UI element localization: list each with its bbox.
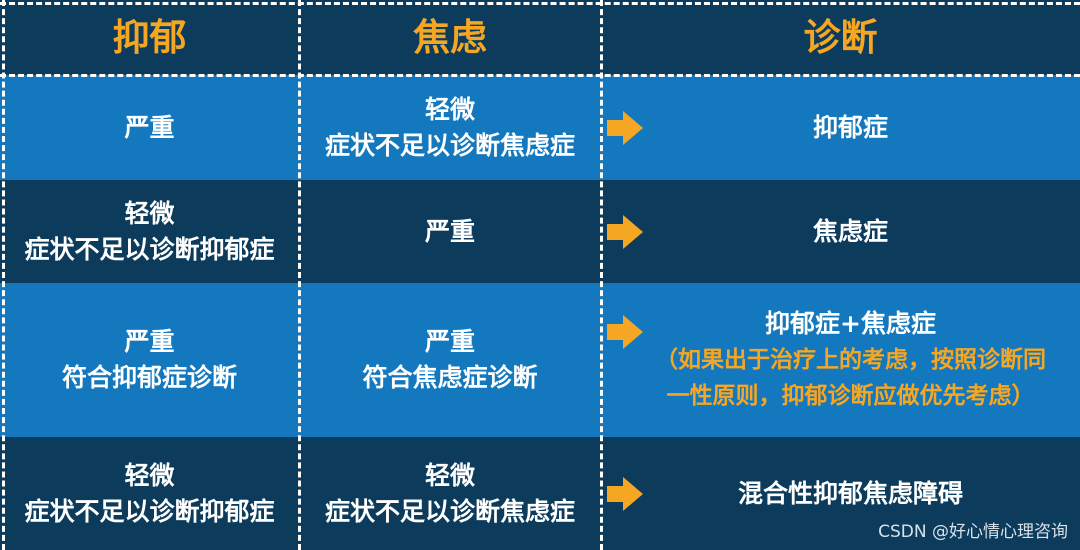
row1-anxiety-detail: 症状不足以诊断焦虑症	[324, 130, 575, 160]
row1-anxiety-level: 轻微	[424, 94, 475, 124]
row1-depression-level: 严重	[124, 112, 175, 142]
row3-depression-detail: 符合抑郁症诊断	[61, 363, 237, 392]
row2-depression-detail: 症状不足以诊断抑郁症	[24, 234, 275, 264]
row1-depression: 严重	[0, 75, 299, 180]
row4-anxiety: 轻微 症状不足以诊断焦虑症	[299, 437, 601, 550]
row4-depression-level: 轻微	[124, 460, 175, 490]
row2-diagnosis-label: 焦虑症	[812, 216, 888, 246]
row2-depression: 轻微 症状不足以诊断抑郁症	[0, 180, 299, 283]
row4-diagnosis: 混合性抑郁焦虑障碍	[601, 437, 1080, 550]
row4-depression-detail: 症状不足以诊断抑郁症	[24, 496, 275, 526]
right-arrow-icon	[607, 476, 643, 511]
row2-anxiety: 严重	[299, 180, 601, 283]
right-arrow-icon	[607, 110, 643, 145]
row3-diagnosis-label: 抑郁症+焦虑症	[765, 309, 936, 338]
row2-depression-level: 轻微	[124, 198, 175, 228]
row4-depression: 轻微 症状不足以诊断抑郁症	[0, 437, 299, 550]
row4-anxiety-level: 轻微	[424, 460, 475, 490]
row4-diagnosis-label: 混合性抑郁焦虑障碍	[737, 478, 963, 508]
row3-depression-level: 严重	[124, 327, 175, 356]
row3-anxiety-detail: 符合焦虑症诊断	[362, 363, 538, 392]
row3-diagnosis-note-line1: （如果出于治疗上的考虑，按照诊断同	[655, 347, 1046, 373]
row1-anxiety: 轻微 症状不足以诊断焦虑症	[299, 75, 601, 180]
row3-anxiety-level: 严重	[424, 327, 475, 356]
divider-vertical-2	[600, 0, 603, 550]
row3-depression: 严重 符合抑郁症诊断	[0, 283, 299, 437]
header-diagnosis-label: 诊断	[803, 15, 878, 59]
row3-anxiety: 严重 符合焦虑症诊断	[299, 283, 601, 437]
header-anxiety: 焦虑	[299, 0, 601, 75]
header-depression-label: 抑郁	[112, 15, 187, 59]
divider-header	[0, 74, 1080, 77]
header-depression: 抑郁	[0, 0, 299, 75]
row3-diagnosis: 抑郁症+焦虑症 （如果出于治疗上的考虑，按照诊断同 一性原则，抑郁诊断应做优先考…	[601, 283, 1080, 437]
row3-diagnosis-note-line2: 一性原则，抑郁诊断应做优先考虑）	[666, 383, 1035, 409]
row1-diagnosis-label: 抑郁症	[812, 112, 888, 142]
divider-top-edge	[0, 2, 1080, 5]
header-anxiety-label: 焦虑	[413, 15, 487, 59]
header-diagnosis: 诊断	[601, 0, 1080, 75]
divider-vertical-1	[298, 0, 301, 550]
right-arrow-icon	[607, 315, 643, 350]
row2-anxiety-level: 严重	[424, 216, 475, 246]
watermark-text: CSDN @好心情心理咨询	[878, 522, 1068, 542]
right-arrow-icon	[607, 214, 643, 249]
divider-vertical-left-edge	[2, 0, 5, 550]
row1-diagnosis: 抑郁症	[601, 75, 1080, 180]
row4-anxiety-detail: 症状不足以诊断焦虑症	[324, 496, 575, 526]
row2-diagnosis: 焦虑症	[601, 180, 1080, 283]
